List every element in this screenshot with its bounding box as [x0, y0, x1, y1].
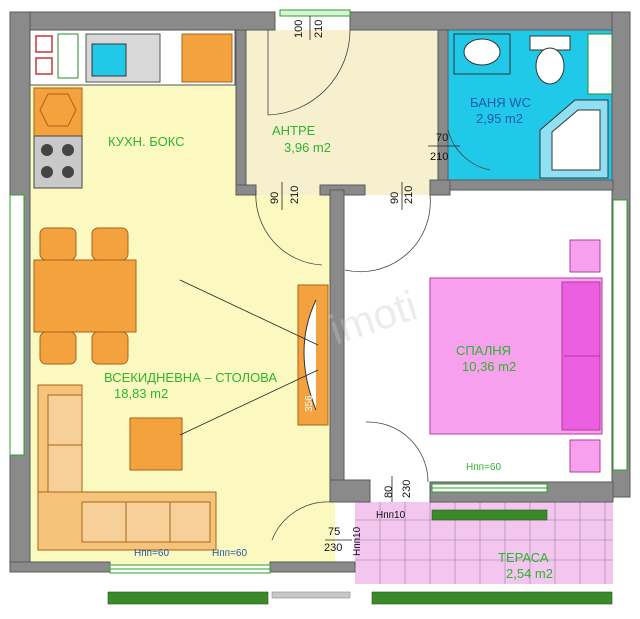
door-living-width: 90 [269, 192, 281, 204]
windows [9, 9, 628, 574]
bathroom-area: 2,95 m2 [476, 111, 523, 126]
living-area: 18,83 m2 [114, 386, 168, 401]
plant-hedges [107, 509, 613, 605]
kitchen-label: КУХН. БОКС [108, 134, 185, 149]
entrance-area: 3,96 m2 [284, 140, 331, 155]
bathroom-fixtures [453, 33, 613, 179]
dining-table [33, 259, 137, 333]
door-terrace-living-height: 230 [324, 542, 342, 554]
door-entrance-height: 210 [313, 20, 325, 38]
tv-view-line-1 [179, 279, 319, 346]
window-bedroom-sill: Hпп=60 [466, 462, 501, 473]
door-living-height: 210 [289, 186, 301, 204]
hall-floor [245, 30, 445, 195]
bathroom-label: БАНЯ WC [470, 95, 531, 110]
terrace-label: ТЕРАСА [498, 550, 549, 565]
coffee-table [129, 417, 183, 471]
door-terrace-bedroom-width: 80 [383, 486, 395, 498]
tv-stand-label: 356 [304, 395, 315, 412]
door-terrace-bedroom-height: 230 [401, 480, 413, 498]
door-entrance-width: 100 [293, 20, 305, 38]
dimension-ticks [281, 16, 460, 541]
door-bedroom-height: 210 [403, 186, 415, 204]
door-bath-height: 210 [430, 151, 448, 163]
kitchen-counter [29, 29, 236, 189]
window-living-sill-2: Hпп=60 [212, 548, 247, 559]
sofa [37, 384, 217, 551]
bedroom-label: СПАЛНЯ [456, 343, 511, 358]
tv-view-line-2 [179, 369, 319, 436]
dining-chairs [39, 227, 129, 365]
door-terrace-living-width: 75 [328, 526, 340, 538]
tv-icon [303, 299, 317, 411]
entrance-label: АНТРЕ [272, 123, 316, 138]
terrace-area: 2,54 m2 [506, 566, 553, 581]
bedroom-area: 10,36 m2 [462, 359, 516, 374]
living-label: ВСЕКИДНЕВНА – СТОЛОВА [104, 370, 277, 385]
window-living-sill-1: Hпп=60 [134, 548, 169, 559]
bed [429, 239, 603, 473]
door-bath-width: 70 [436, 132, 448, 144]
window-terrace-side: Hпп10 [352, 526, 363, 556]
door-bedroom-width: 90 [389, 192, 401, 204]
window-terrace-sill: Hпп10 [376, 510, 406, 521]
stove-icon [41, 144, 74, 178]
door-swings [255, 29, 491, 541]
